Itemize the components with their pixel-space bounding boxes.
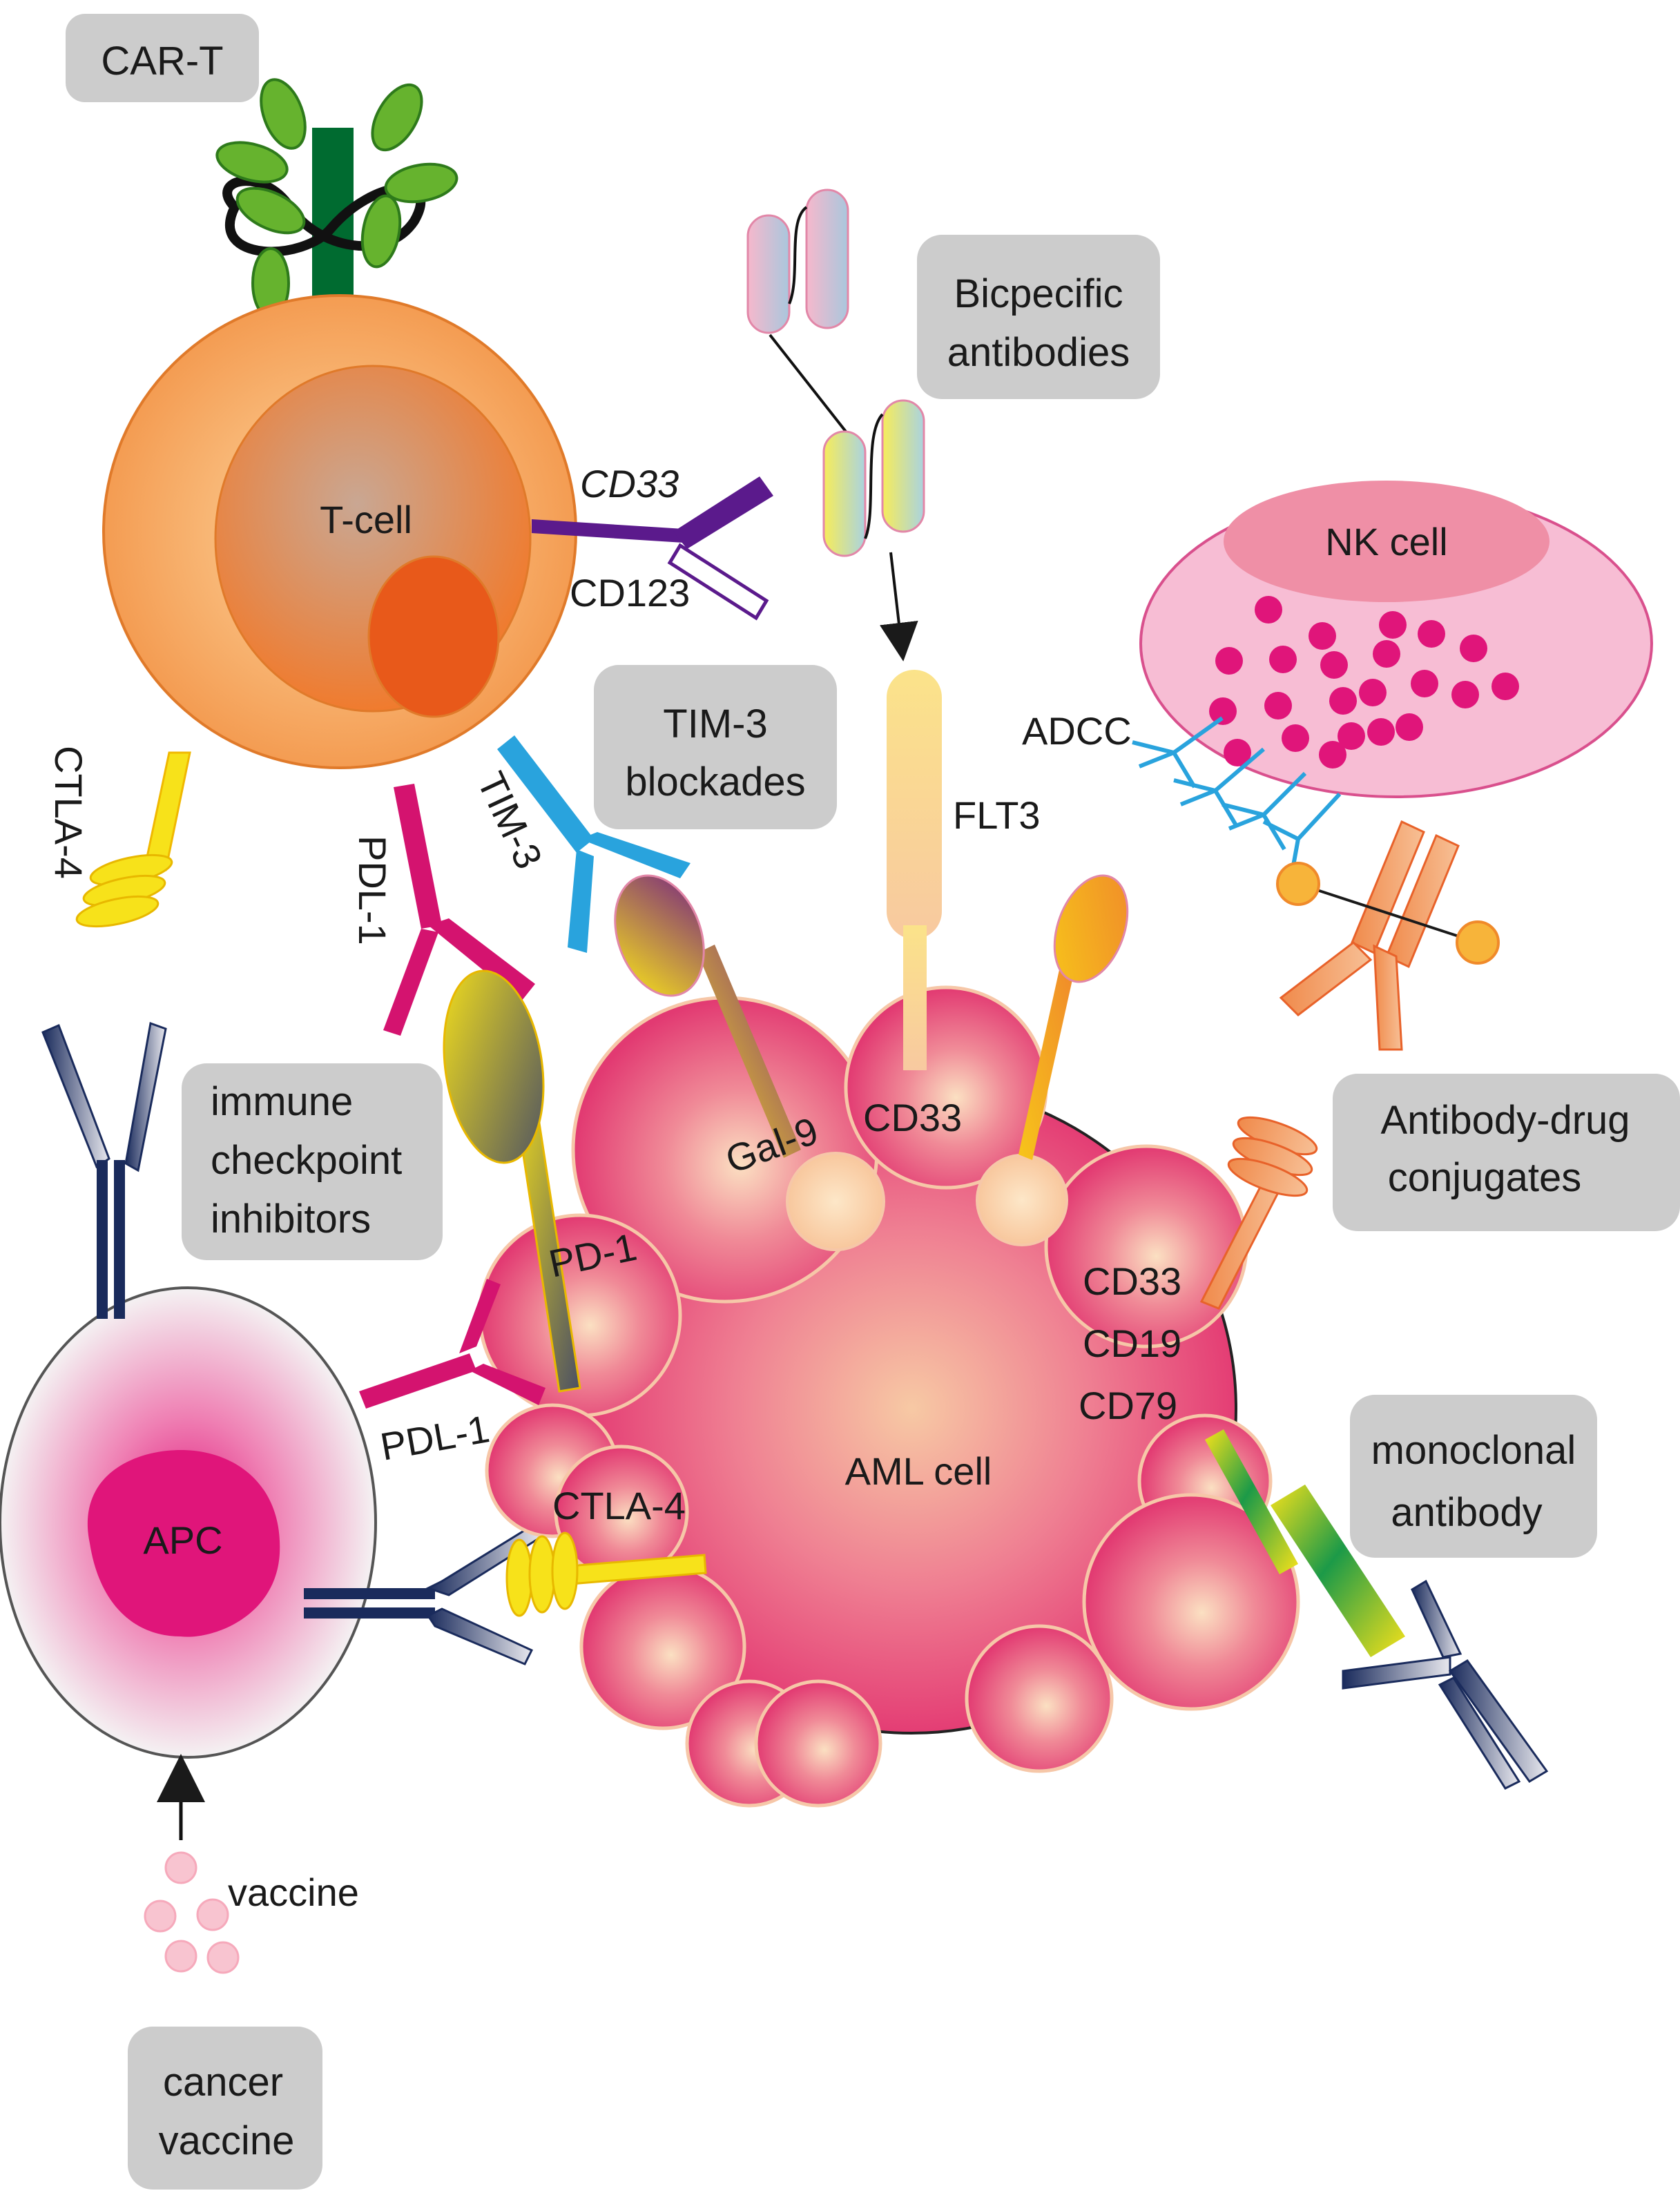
- ctla4-aml-receptor: [505, 1532, 707, 1617]
- monoclonal-box: monoclonal antibody: [1350, 1395, 1597, 1558]
- ctla4-aml-label: CTLA-4: [552, 1484, 686, 1527]
- adc-box: Antibody-drug conjugates: [1333, 1074, 1680, 1231]
- bispecific-line2-text: antibodies: [947, 330, 1130, 375]
- cd33-right-label: CD33: [1083, 1259, 1181, 1303]
- bispecific-antibody: [746, 189, 925, 661]
- adc-drug-receptor: [1199, 1116, 1318, 1310]
- cd19-label: CD19: [1083, 1322, 1181, 1365]
- ctla4-tcell-receptor: [75, 751, 191, 928]
- apc-cell: APC: [0, 1286, 377, 1759]
- nk-cell-label: NK cell: [1325, 520, 1447, 563]
- immune-checkpoint-box: immune checkpoint inhibitors: [182, 1063, 443, 1260]
- pdl1-apc-antibody: [359, 1279, 545, 1409]
- adcc-label: ADCC: [1022, 709, 1132, 753]
- ici-line2-text: checkpoint: [211, 1138, 402, 1183]
- ici-line1-text: immune: [211, 1079, 353, 1124]
- gal9-ligand: [614, 874, 801, 1158]
- ici-line3-text: inhibitors: [211, 1197, 371, 1242]
- mono-line2-text: antibody: [1391, 1490, 1542, 1535]
- bispecific-line1-text: Bicpecific: [954, 271, 1123, 316]
- tim3-blockades-box: TIM-3 blockades: [594, 665, 837, 829]
- car-t-receptor: [215, 78, 458, 319]
- adc-line1-text: Antibody-drug: [1380, 1098, 1630, 1143]
- vaccine-label: vaccine: [228, 1871, 359, 1914]
- cd33-aml-label: CD33: [863, 1096, 962, 1139]
- car-t-label: CAR-T: [101, 39, 223, 84]
- aml-cell-label: AML cell: [845, 1449, 992, 1493]
- tim3-box-line1-text: TIM-3: [663, 702, 767, 746]
- t-cell: T-cell: [102, 294, 577, 769]
- adc-antibody: [1276, 820, 1500, 1051]
- cd123-label: CD123: [570, 571, 690, 615]
- vaccine-particles: [144, 1851, 240, 1974]
- pdl1-tcell-label: PDL-1: [351, 835, 394, 945]
- nk-cell: NK cell: [1139, 481, 1653, 798]
- apc-label: APC: [143, 1518, 222, 1562]
- ctla4-left-label: CTLA-4: [47, 746, 90, 879]
- mono-line1-text: monoclonal: [1371, 1428, 1576, 1473]
- monoclonal-antibody: [1205, 1429, 1549, 1790]
- orange-ligand: [1018, 874, 1129, 1160]
- tim3-antibody: [497, 735, 691, 953]
- cd33-cd123-antibody: [532, 476, 773, 621]
- nk-granules: [1209, 596, 1519, 769]
- pdl1-apc-label: PDL-1: [377, 1407, 492, 1469]
- cancer-vaccine-line1-text: cancer: [163, 2060, 283, 2105]
- t-cell-label: T-cell: [320, 498, 412, 541]
- apc-antibody: [41, 1021, 167, 1319]
- flt3-receptor: [887, 670, 942, 1070]
- cancer-vaccine-box: cancer vaccine: [128, 2027, 322, 2190]
- pdl1-tcell-antibody: [383, 784, 535, 1036]
- cd33-tcell-label: CD33: [580, 462, 679, 505]
- pd1-receptor: [443, 969, 581, 1393]
- flt3-label: FLT3: [953, 793, 1041, 837]
- cancer-vaccine-line2-text: vaccine: [159, 2118, 295, 2163]
- tim3-box-line2-text: blockades: [625, 760, 805, 804]
- aml-cell: AML cell: [478, 985, 1300, 1808]
- adc-payload: [1456, 920, 1500, 965]
- car-t-box: CAR-T: [66, 14, 259, 102]
- bispecific-box: Bicpecific antibodies: [917, 235, 1160, 399]
- cd79-label: CD79: [1079, 1384, 1177, 1427]
- adc-line2-text: conjugates: [1388, 1155, 1582, 1200]
- adc-payload: [1276, 862, 1320, 906]
